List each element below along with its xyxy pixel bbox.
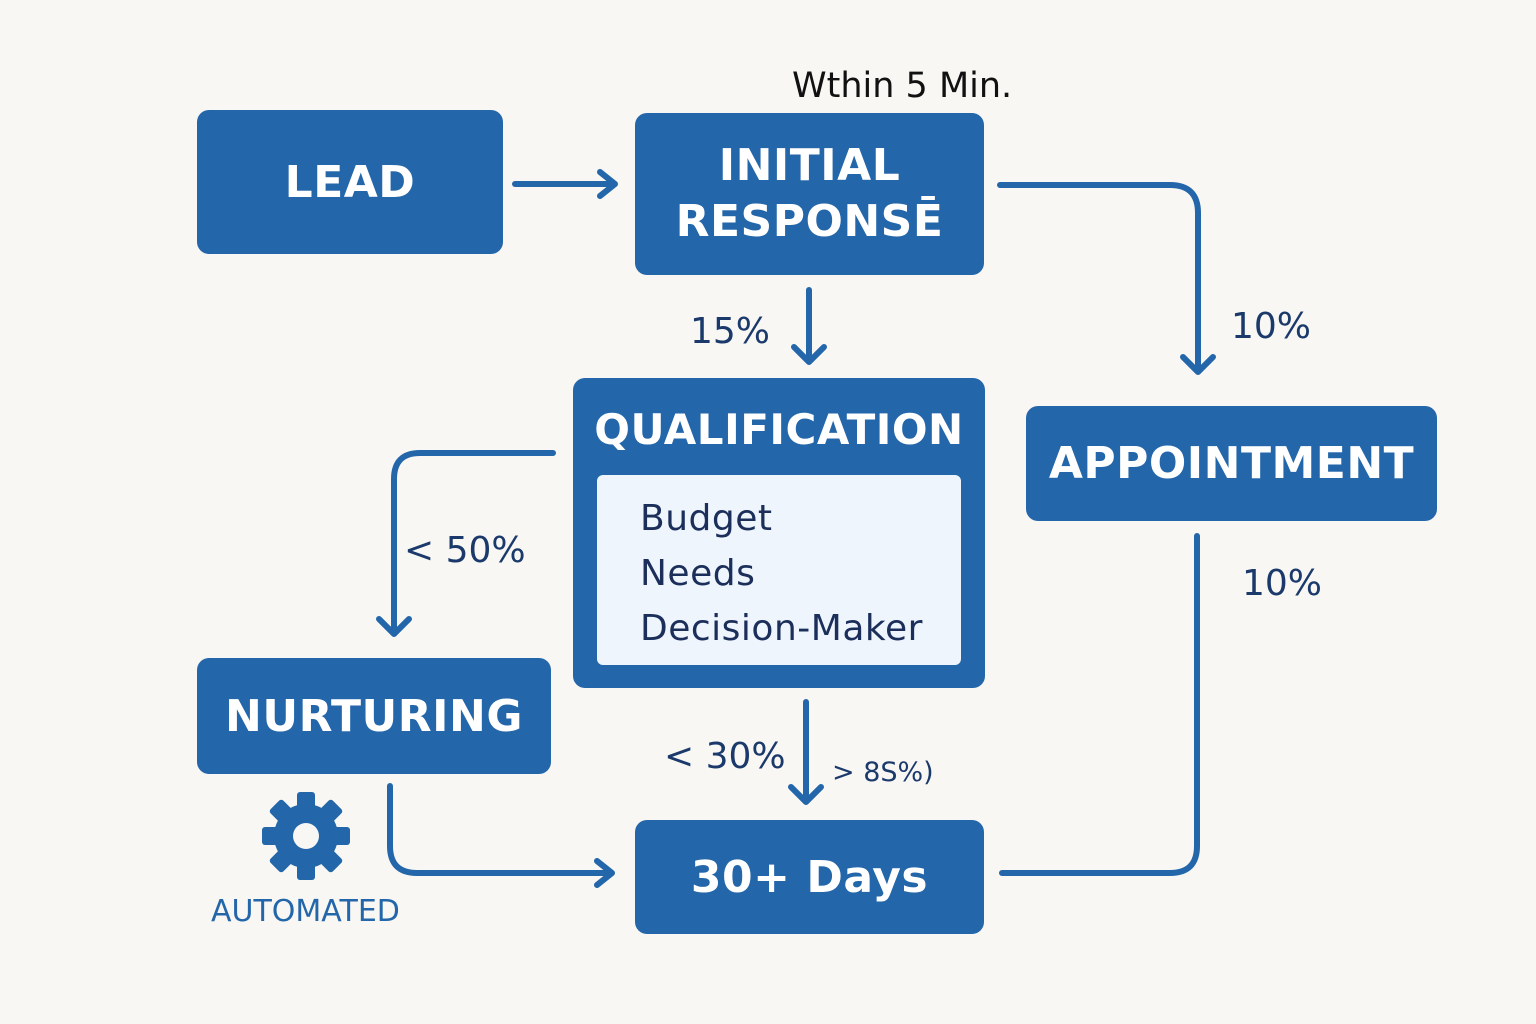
qualification-box: QUALIFICATION Budget Needs Decision-Make… [573, 378, 985, 688]
automated-label: AUTOMATED [211, 894, 400, 929]
qualification-criteria-panel: Budget Needs Decision-Maker [597, 475, 961, 665]
percent-to-thirty-days: < 30% [664, 736, 786, 777]
arrow-qualification-to-nurturing [376, 450, 556, 637]
side-note-percent: > 8S%) [832, 757, 934, 788]
arrow-nurturing-to-thirty-days [387, 783, 615, 888]
lead-box: LEAD [197, 110, 503, 254]
percent-to-nurturing: < 50% [404, 530, 526, 571]
within-5-min-label: Wthin 5 Min. [792, 66, 1013, 106]
nurturing-box: NURTURING [197, 658, 551, 774]
percent-to-qualification: 15% [690, 311, 771, 352]
appointment-label: APPOINTMENT [1048, 438, 1415, 489]
criteria-budget: Budget [640, 498, 773, 539]
criteria-decision-maker: Decision-Maker [640, 608, 923, 649]
line-appointment-to-thirty-days [999, 533, 1200, 876]
arrow-lead-to-initial-response [512, 169, 618, 199]
percent-to-appointment: 10% [1231, 306, 1312, 347]
initial-response-label-line1: INITIAL [718, 140, 901, 191]
thirty-days-label: 30+ Days [690, 851, 929, 903]
initial-response-label-line2: RESPONSĒ [675, 196, 944, 247]
appointment-box: APPOINTMENT [1026, 406, 1437, 521]
lead-label: LEAD [284, 156, 416, 208]
arrow-qualification-to-thirty-days [788, 699, 824, 805]
qualification-title: QUALIFICATION [594, 405, 964, 454]
initial-response-box: INITIAL RESPONSĒ [635, 113, 984, 275]
percent-appointment-to-thirty-days: 10% [1242, 563, 1323, 604]
arrow-initial-to-qualification [791, 287, 827, 365]
gear-icon [262, 792, 350, 880]
arrow-initial-to-appointment [997, 182, 1216, 375]
nurturing-label: NURTURING [225, 690, 523, 742]
criteria-needs: Needs [640, 553, 756, 594]
thirty-days-box: 30+ Days [635, 820, 984, 934]
